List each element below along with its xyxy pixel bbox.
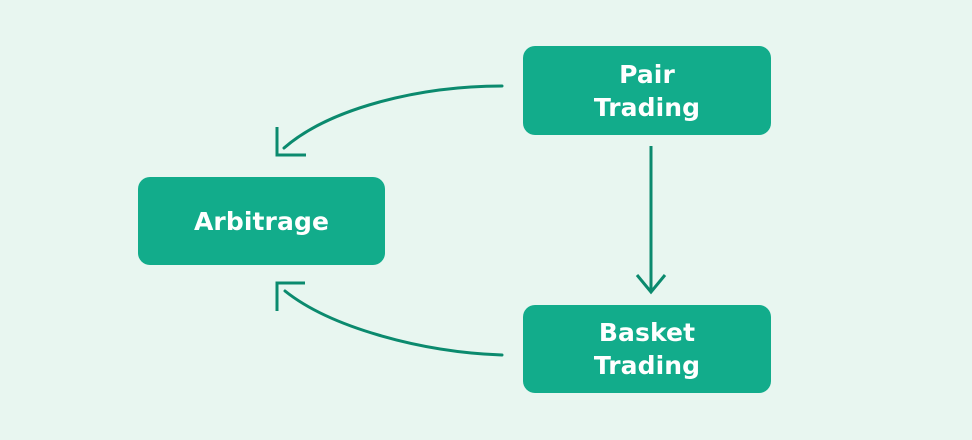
node-basket-trading-label: Basket Trading	[593, 318, 701, 380]
node-pair-trading[interactable]: Pair Trading	[523, 46, 771, 135]
node-pair-trading-label: Pair Trading	[593, 59, 701, 122]
edge-basket-trading-to-arbitrage[interactable]	[275, 281, 504, 357]
arrowhead-basket-to-arbitrage-icon	[275, 281, 305, 311]
edge-pair-trading-to-basket-trading[interactable]	[635, 146, 667, 295]
node-arbitrage[interactable]: Arbitrage	[138, 177, 385, 265]
edge-pair-trading-to-arbitrage[interactable]	[275, 84, 504, 157]
arrowhead-pair-to-arbitrage-icon	[275, 127, 306, 157]
arrowhead-pair-to-basket-icon	[635, 274, 667, 295]
node-basket-trading[interactable]: Basket Trading	[523, 305, 771, 393]
edge-curve-pair-to-arbitrage	[282, 84, 504, 150]
edge-curve-basket-to-arbitrage	[283, 289, 504, 357]
node-arbitrage-label: Arbitrage	[193, 206, 330, 236]
